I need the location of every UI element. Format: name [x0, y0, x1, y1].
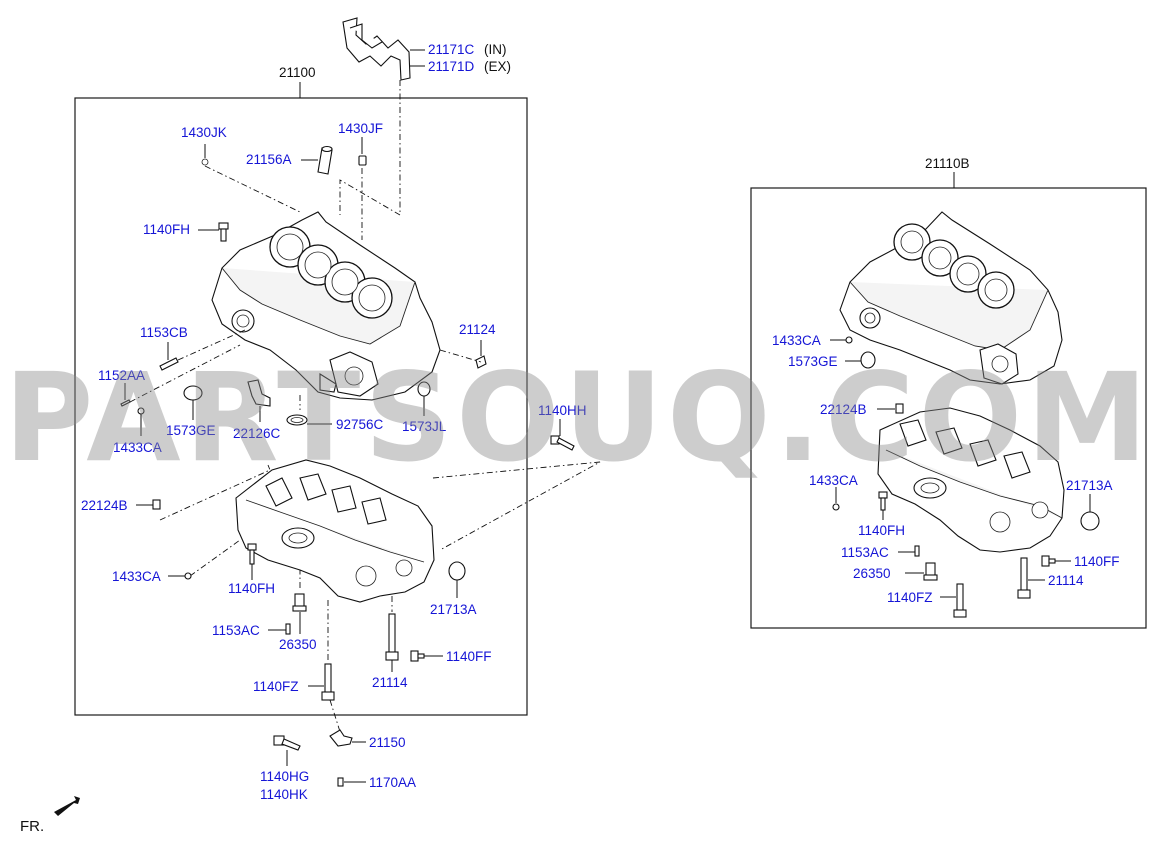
part-1430JK[interactable]: 1430JK [181, 125, 227, 140]
dowel-1153AC[interactable] [285, 623, 291, 635]
bolt-1140HG[interactable] [273, 735, 301, 751]
bolt-1140FH-right[interactable] [878, 491, 888, 511]
part-22124B-left[interactable]: 22124B [81, 498, 128, 513]
part-1140HG[interactable]: 1140HG [260, 769, 309, 784]
part-1140FH-top[interactable]: 1140FH [143, 222, 190, 237]
pin-1430JF[interactable] [358, 155, 367, 166]
dowel-1153CB[interactable] [159, 357, 179, 371]
front-label: FR. [20, 818, 44, 835]
manifold-gasket-part[interactable] [342, 17, 411, 81]
part-21171D[interactable]: 21171D [428, 59, 475, 74]
sensor-26350[interactable] [292, 593, 307, 612]
part-1140FH-right[interactable]: 1140FH [858, 523, 905, 538]
part-1153CB[interactable]: 1153CB [140, 325, 188, 340]
bolt-1140FH-lower[interactable] [247, 543, 257, 565]
plug-1433CA-lower[interactable] [184, 572, 192, 580]
part-1430JF[interactable]: 1430JF [338, 121, 383, 136]
bolt-1140FZ-right[interactable] [953, 583, 967, 618]
part-26350-right[interactable]: 26350 [853, 566, 891, 581]
plug-1170AA[interactable] [337, 777, 344, 787]
part-21156A[interactable]: 21156A [246, 152, 292, 167]
bolt-1140FF-left[interactable] [410, 650, 425, 662]
upper-cylinder-block[interactable] [211, 211, 441, 401]
right-cylinder-block[interactable] [839, 211, 1063, 385]
plug-1430JK[interactable] [201, 158, 209, 166]
part-1140FF-left[interactable]: 1140FF [446, 649, 492, 664]
part-21171C[interactable]: 21171C [428, 42, 475, 57]
part-21114-left[interactable]: 21114 [372, 675, 408, 690]
right-bedplate[interactable] [877, 407, 1065, 553]
part-26350[interactable]: 26350 [279, 637, 317, 652]
watermark: PARTSOUQ.COM [4, 347, 1152, 489]
plug-1433CA-right-b[interactable] [832, 503, 840, 511]
part-21114-right[interactable]: 21114 [1048, 573, 1084, 588]
part-21171D-suffix: (EX) [484, 59, 511, 74]
part-22124B-right[interactable]: 22124B [820, 402, 867, 417]
plug-1573GE-right[interactable] [860, 351, 876, 369]
part-21713A-left[interactable]: 21713A [430, 602, 477, 617]
bolt-1140FH-top[interactable] [218, 222, 229, 242]
plug-1433CA-right-a[interactable] [845, 336, 853, 344]
bolt-1140HH[interactable] [550, 435, 575, 451]
plug-21713A-right[interactable] [1080, 511, 1100, 531]
part-1170AA[interactable]: 1170AA [369, 775, 416, 790]
part-1140FH-lower[interactable]: 1140FH [228, 581, 275, 596]
part-1140FF-right[interactable]: 1140FF [1074, 554, 1120, 569]
part-21150[interactable]: 21150 [369, 735, 406, 750]
part-92756C[interactable]: 92756C [336, 417, 384, 432]
front-direction-arrow-icon [54, 796, 80, 816]
part-1573GE[interactable]: 1573GE [166, 423, 216, 438]
part-1153AC[interactable]: 1153AC [212, 623, 260, 638]
plug-21713A-left[interactable] [448, 561, 466, 581]
part-1433CA-right-a[interactable]: 1433CA [772, 333, 821, 348]
assembly-label-left: 21100 [279, 65, 316, 80]
plug-22124B-right[interactable] [895, 403, 904, 414]
lower-bedplate[interactable] [235, 459, 435, 603]
tube-21150[interactable] [329, 729, 353, 747]
part-1153AC-right[interactable]: 1153AC [841, 545, 889, 560]
part-1573GE-right[interactable]: 1573GE [788, 354, 838, 369]
part-21124[interactable]: 21124 [459, 322, 496, 337]
part-1433CA-lower[interactable]: 1433CA [112, 569, 161, 584]
part-1573JL[interactable]: 1573JL [402, 419, 447, 434]
part-1140HH[interactable]: 1140HH [538, 403, 587, 418]
part-1433CA-upper[interactable]: 1433CA [113, 440, 162, 455]
part-22126C[interactable]: 22126C [233, 426, 281, 441]
bolt-1140FZ-left[interactable] [321, 663, 335, 701]
dowel-1153AC-right[interactable] [914, 545, 920, 557]
part-1140HK[interactable]: 1140HK [260, 787, 308, 802]
part-1433CA-right-b[interactable]: 1433CA [809, 473, 858, 488]
pipe-22126C[interactable] [247, 379, 271, 407]
part-1140FZ-left[interactable]: 1140FZ [253, 679, 299, 694]
bolt-21114-right[interactable] [1017, 557, 1031, 599]
plug-22124B-left[interactable] [152, 499, 161, 510]
left-assembly-frame [74, 97, 528, 716]
sleeve-21156A[interactable] [317, 145, 333, 175]
assembly-label-right: 21110B [925, 156, 970, 171]
part-1140FZ-right[interactable]: 1140FZ [887, 590, 933, 605]
sensor-26350-right[interactable] [923, 562, 938, 581]
part-21171C-suffix: (IN) [484, 42, 507, 57]
part-1152AA[interactable]: 1152AA [98, 368, 145, 383]
right-assembly-frame [750, 187, 1147, 629]
bolt-21114[interactable] [385, 613, 399, 661]
part-21713A-right[interactable]: 21713A [1066, 478, 1113, 493]
bolt-1140FF-right[interactable] [1041, 555, 1056, 567]
